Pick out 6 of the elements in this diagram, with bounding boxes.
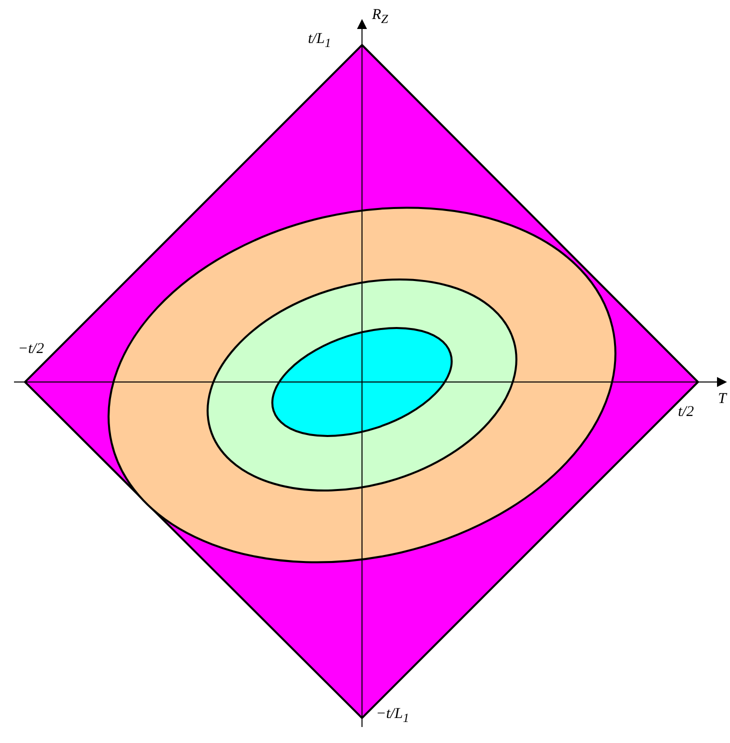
axis-label: T (718, 392, 726, 407)
axis-label: R$_{Z}$ (372, 8, 388, 26)
tick-label: −t/2 (18, 342, 44, 357)
tick-label: t/2 (678, 405, 694, 420)
tick-label: −t/L$_{1}$ (376, 707, 410, 724)
tick-label: t/L$_{1}$ (308, 32, 331, 50)
